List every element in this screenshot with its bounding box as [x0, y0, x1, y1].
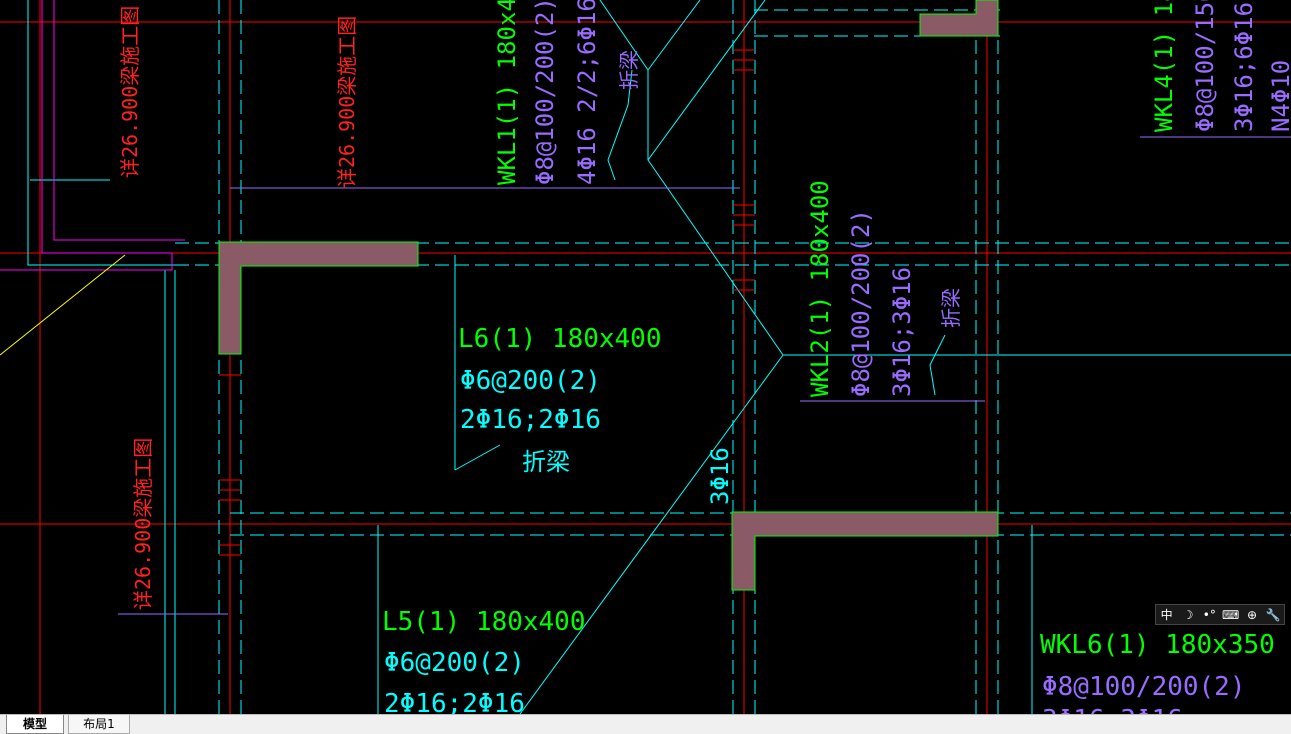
beam-label-l5: L5(1) 180x400 Φ6@200(2) 2Φ16;2Φ16	[382, 607, 586, 714]
cad-drawing-canvas[interactable]: WKL1(1) 180x450 Φ8@100/200(2) 4Φ16 2/2;6…	[0, 0, 1291, 714]
beam-label-l6: L6(1) 180x400 Φ6@200(2) 2Φ16;2Φ16 折梁	[458, 324, 662, 476]
column-l-shape-1	[218, 241, 419, 355]
ime-chinese-mode[interactable]: 中	[1160, 608, 1173, 622]
wkl1-line-1: WKL1(1) 180x450	[493, 0, 521, 185]
l6-line-3: 2Φ16;2Φ16	[460, 405, 601, 435]
l5-line-2: Φ6@200(2)	[384, 648, 525, 678]
wkl2-note: 折梁	[939, 288, 963, 328]
beam-label-wkl4: WKL4(1) 180 Φ8@100/150 3Φ16;6Φ16 3 N4Φ10	[1150, 0, 1291, 132]
column-l-shape-2	[731, 511, 999, 591]
tab-layout1[interactable]: 布局1	[68, 715, 130, 734]
purple-lines	[118, 136, 1291, 615]
wkl1-line-2: Φ8@100/200(2)	[531, 0, 559, 185]
ref-note-1: 详26.900梁施工图	[118, 6, 142, 178]
beam-label-wkl1: WKL1(1) 180x450 Φ8@100/200(2) 4Φ16 2/2;6…	[493, 0, 641, 185]
ref-note-3: 详26.900梁施工图	[131, 438, 155, 610]
l6-line-1: L6(1) 180x400	[458, 324, 662, 354]
ime-toolbar[interactable]: 中 ☽ •° ⌨ ⊕ 🔧	[1155, 604, 1285, 625]
wkl2-line-2: Φ8@100/200(2)	[847, 209, 875, 397]
beam-label-wkl6: WKL6(1) 180x350 Φ8@100/200(2) 3Φ16;3Φ16	[1040, 630, 1275, 714]
wkl4-line-2: Φ8@100/150	[1191, 0, 1219, 132]
wkl6-line-1: WKL6(1) 180x350	[1040, 630, 1275, 660]
wrench-icon[interactable]: 🔧	[1265, 607, 1281, 622]
l6-note: 折梁	[522, 448, 570, 476]
wkl4-line-4: N4Φ10	[1267, 60, 1291, 132]
column-fills	[218, 0, 999, 591]
wkl6-line-2: Φ8@100/200(2)	[1042, 672, 1246, 702]
yellow-leader-line	[0, 254, 126, 356]
l6-line-2: Φ6@200(2)	[460, 366, 601, 396]
wkl2-line-3: 3Φ16;3Φ16	[888, 267, 916, 397]
rebar-label-3phi16: 3Φ16	[706, 447, 734, 505]
skin-icon[interactable]: ⊕	[1246, 607, 1257, 622]
wkl2-line-1: WKL2(1) 180x400	[806, 180, 834, 397]
punctuation-icon[interactable]: •°	[1202, 607, 1216, 622]
wkl1-line-3: 4Φ16 2/2;6Φ16 3	[573, 0, 601, 185]
wkl6-line-3: 3Φ16;3Φ16	[1042, 705, 1183, 714]
beam-label-wkl2: WKL2(1) 180x400 Φ8@100/200(2) 3Φ16;3Φ16 …	[806, 180, 963, 397]
wkl4-line-3: 3Φ16;6Φ16 3	[1230, 0, 1258, 132]
l5-line-1: L5(1) 180x400	[382, 607, 586, 637]
ref-note-2: 详26.900梁施工图	[335, 16, 359, 188]
axis-lines-horizontal	[0, 21, 1291, 525]
tab-model[interactable]: 模型	[6, 715, 64, 734]
magenta-lines	[0, 0, 185, 271]
l5-line-3: 2Φ16;2Φ16	[384, 689, 525, 714]
moon-icon[interactable]: ☽	[1182, 607, 1194, 622]
beam-lines-solid	[27, 0, 1291, 714]
wkl1-note: 折梁	[617, 50, 641, 90]
axis-lines-vertical	[39, 0, 988, 714]
ref-notes: 详26.900梁施工图 详26.900梁施工图 详26.900梁施工图	[118, 6, 359, 610]
layout-tabbar: 模型 布局1	[0, 714, 1291, 734]
rebar-tick-marks	[219, 49, 755, 556]
wkl4-line-1: WKL4(1) 180	[1150, 0, 1178, 132]
keyboard-icon[interactable]: ⌨	[1221, 607, 1240, 622]
column-l-shape-3	[919, 0, 999, 37]
